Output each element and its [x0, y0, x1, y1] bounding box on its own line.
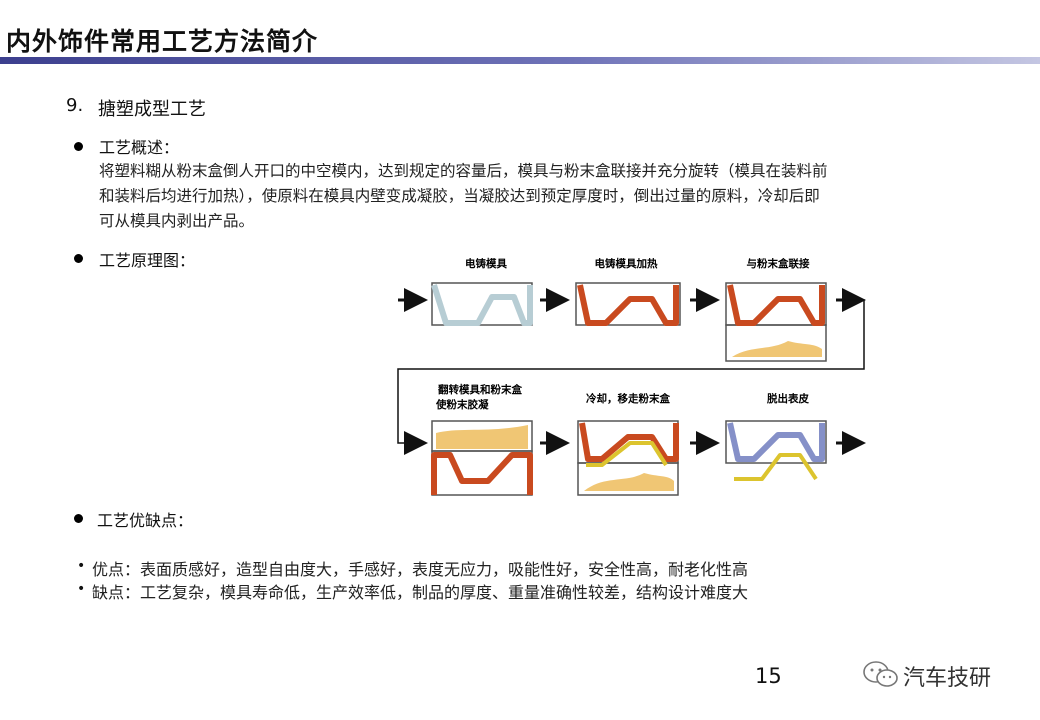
- step6-demold-skin: [725, 420, 827, 481]
- section-number: 9.: [66, 95, 84, 116]
- row-connector: [397, 299, 865, 444]
- step2-heated-mold: [575, 282, 681, 326]
- step-label: 电铸模具: [465, 257, 507, 270]
- section-title: 搪塑成型工艺: [98, 99, 206, 120]
- bullet-dot: [74, 514, 83, 523]
- step4-inverted-gelling: [431, 420, 533, 496]
- pros-cons-label: 工艺优缺点：: [97, 511, 194, 530]
- page-title: 内外饰件常用工艺方法简介: [6, 27, 319, 56]
- step5-cooling-remove-box: [577, 420, 679, 496]
- step-label: 翻转模具和粉末盒: [438, 383, 522, 396]
- step-label: 脱出表皮: [767, 392, 809, 405]
- principle-label: 工艺原理图：: [99, 251, 196, 270]
- process-diagram: 电铸模具 电铸模具加热 与粉末盒联接 翻转模具和粉末盒 使粉末胶凝 冷却，移走粉…: [397, 257, 866, 496]
- step-label: 冷却，移走粉末盒: [586, 392, 670, 405]
- overview-line: 将塑料糊从粉末盒倒人开口的中空模内，达到规定的容量后，模具与粉末盒联接并充分旋转…: [99, 162, 828, 180]
- overview-text: 将塑料糊从粉末盒倒人开口的中空模内，达到规定的容量后，模具与粉末盒联接并充分旋转…: [99, 159, 989, 234]
- bullet-dot: [74, 142, 83, 151]
- bullet-dot: [74, 254, 83, 263]
- page-number: 15: [755, 664, 782, 688]
- bullet-small: •: [77, 558, 86, 574]
- wechat-icon: [863, 661, 898, 687]
- step-label: 电铸模具加热: [595, 257, 658, 270]
- pros-text: 优点：表面质感好，造型自由度大，手感好，表度无应力，吸能性好，安全性高，耐老化性…: [92, 560, 749, 579]
- brand-name: 汽车技研: [903, 666, 992, 691]
- bullet-small: •: [77, 581, 86, 597]
- cons-text: 缺点：工艺复杂，模具寿命低，生产效率低，制品的厚度、重量准确性较差，结构设计难度…: [92, 583, 749, 602]
- overview-line: 可从模具内剥出产品。: [99, 212, 255, 230]
- step1-cold-mold: [431, 282, 533, 326]
- step-label: 使粉末胶凝: [435, 398, 489, 411]
- step-label: 与粉末盒联接: [747, 257, 810, 270]
- title-underline-bar: [0, 57, 1040, 64]
- step3-mold-with-powder-box: [725, 282, 827, 362]
- overview-label: 工艺概述：: [99, 138, 180, 157]
- overview-line: 和装料后均进行加热），使原料在模具内壁变成凝胶，当凝胶达到预定厚度时，倒出过量的…: [99, 187, 820, 205]
